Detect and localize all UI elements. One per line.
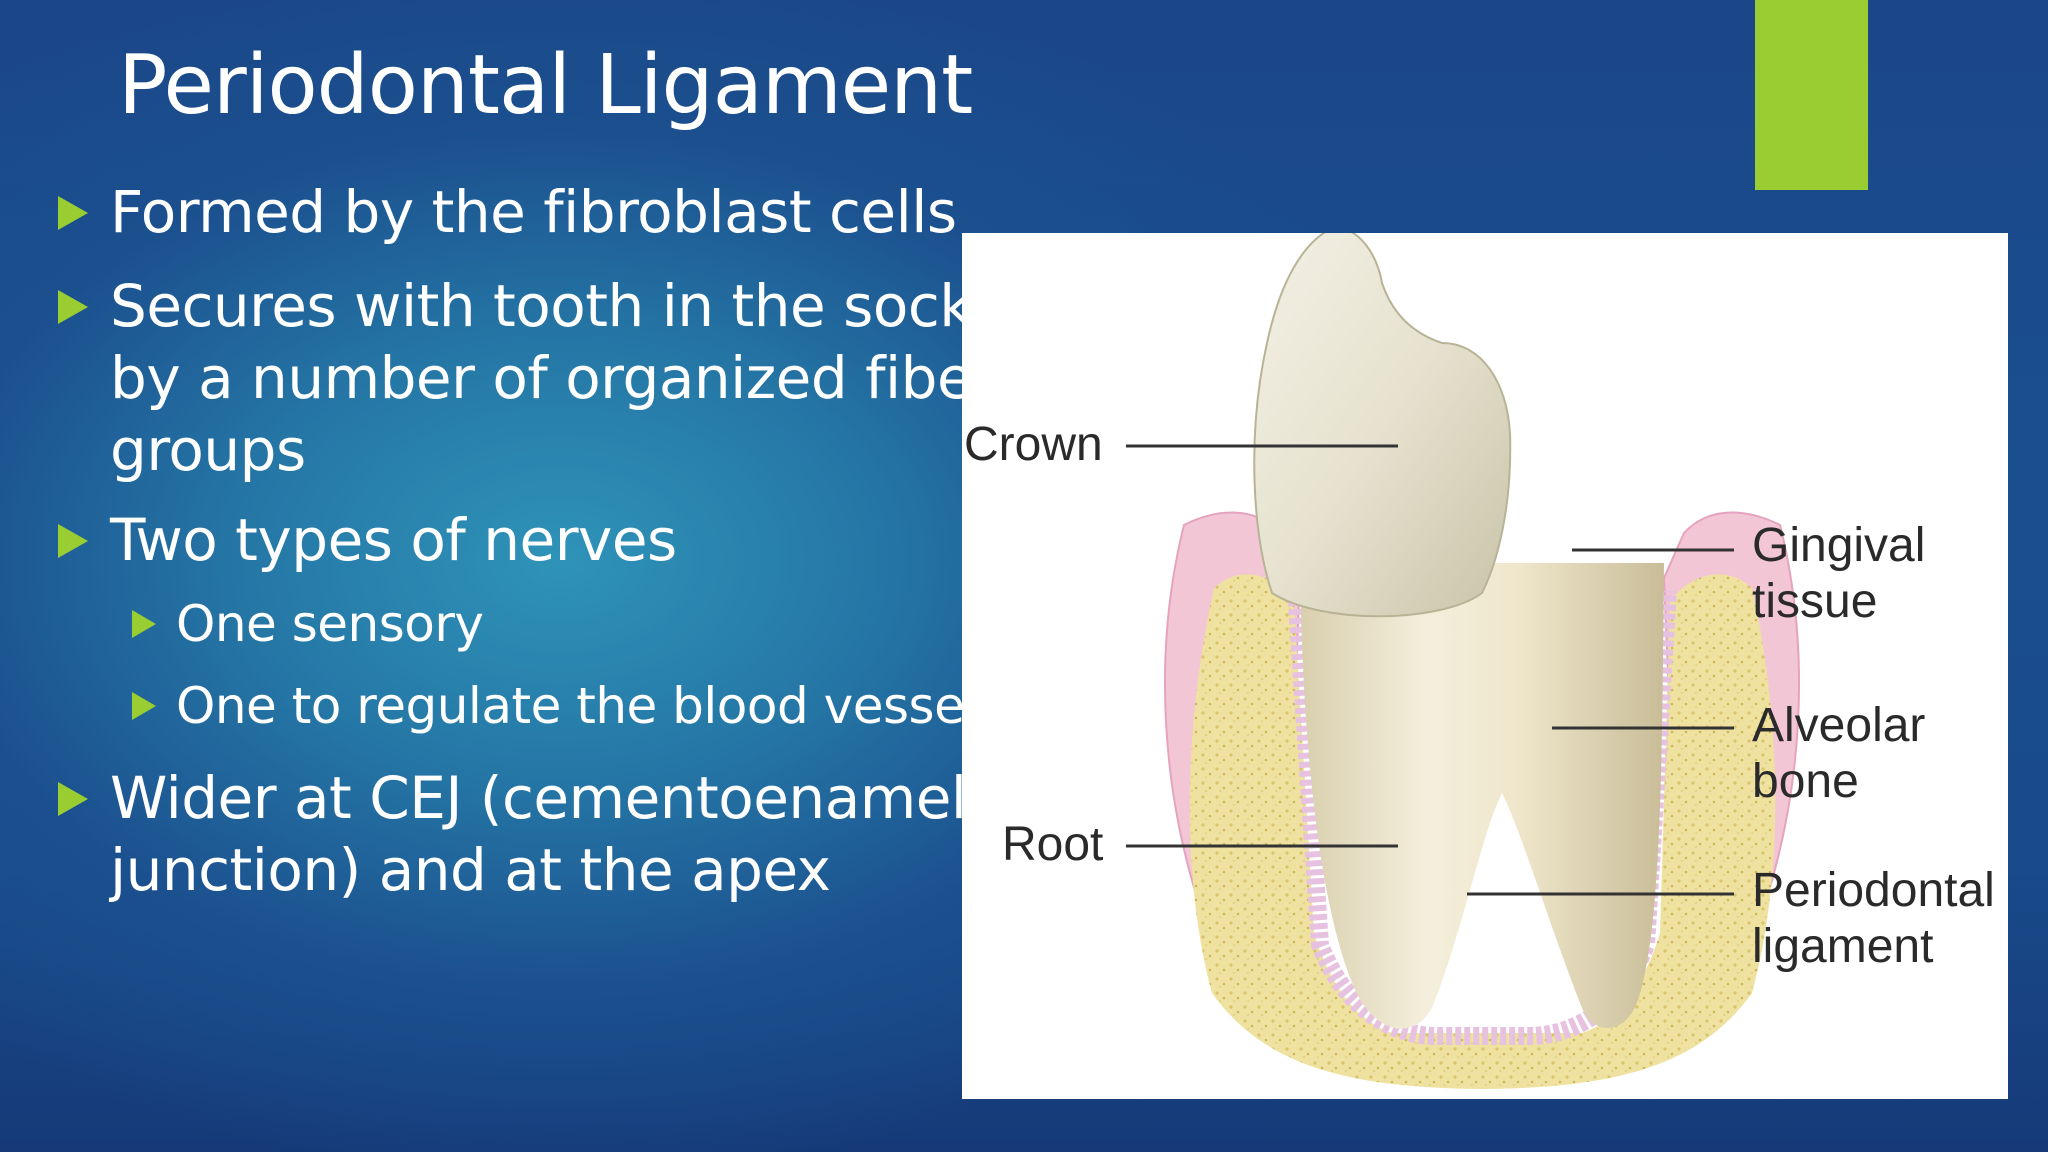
periodontal-ligament-label: Periodontal ligament <box>1752 864 1995 973</box>
root-label: Root <box>1002 818 1104 871</box>
tooth-root <box>1300 563 1664 1029</box>
sub-bullet-arrow-icon <box>132 692 156 720</box>
sub-bullet-text: One sensory <box>176 595 484 653</box>
tooth-illustration <box>1126 233 1801 1089</box>
bullet-text: Wider at CEJ (cementoenamel junction) an… <box>110 764 967 904</box>
periodontal-ligament <box>1287 590 1677 1045</box>
bullet-item: Formed by the fibroblast cells <box>54 176 957 248</box>
slide-title: Periodontal Ligament <box>118 38 973 133</box>
crown-label: Crown <box>964 418 1103 471</box>
bullet-arrow-icon <box>58 290 88 324</box>
alveolar-bone-label: Alveolar bone <box>1752 699 1926 808</box>
bullet-item: Secures with tooth in the socket by a nu… <box>54 270 1028 486</box>
bullet-arrow-icon <box>58 196 88 230</box>
sub-bullet-text: One to regulate the blood vessels <box>176 677 1004 735</box>
bullet-item: Wider at CEJ (cementoenamel junction) an… <box>54 762 967 906</box>
tooth-diagram: Crown Root Gingival tissue Alveolar bone… <box>962 233 2008 1099</box>
gingival-tissue-label: Gingival tissue <box>1752 519 1926 628</box>
sub-bullet-arrow-icon <box>132 610 156 638</box>
bullet-text: Secures with tooth in the socket by a nu… <box>110 272 1028 484</box>
tooth-crown <box>1253 233 1512 618</box>
accent-bar <box>1755 0 1868 190</box>
alveolar-bone <box>1189 574 1776 1089</box>
bullet-text: Formed by the fibroblast cells <box>110 178 957 246</box>
bullet-arrow-icon <box>58 524 88 558</box>
bullet-item: Two types of nerves <box>54 504 677 576</box>
sub-bullet-item: One sensory <box>54 588 484 660</box>
bullet-arrow-icon <box>58 782 88 816</box>
sub-bullet-item: One to regulate the blood vessels <box>54 670 1004 742</box>
bullet-text: Two types of nerves <box>110 506 677 574</box>
